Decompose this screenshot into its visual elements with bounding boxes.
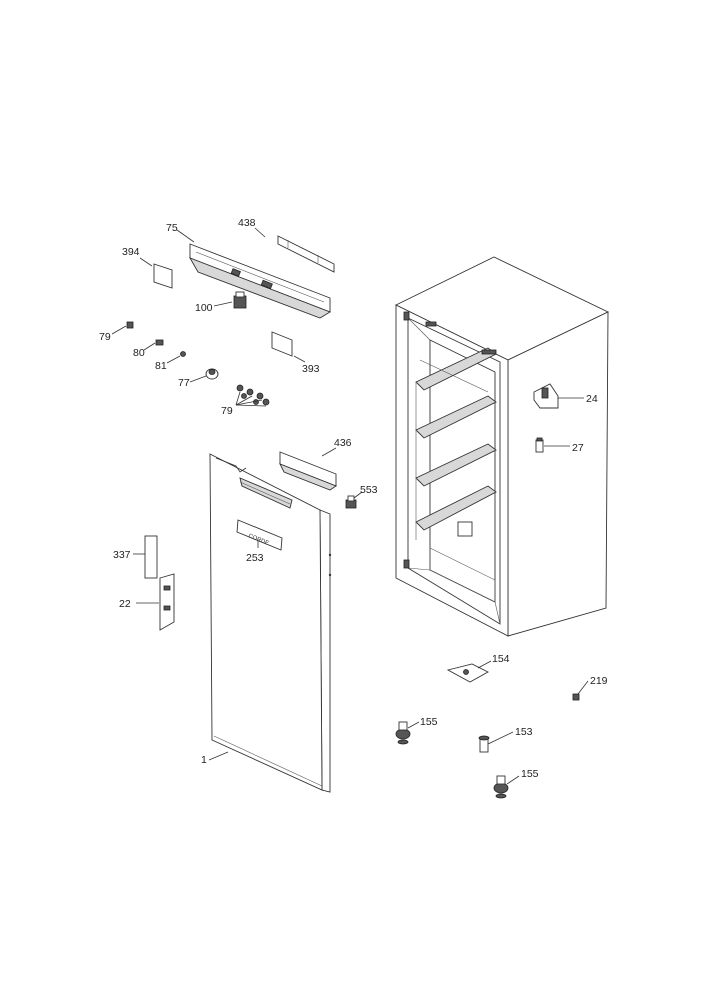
part-337-panel xyxy=(144,535,158,579)
label-79a: 79 xyxy=(99,331,111,343)
part-27-pin xyxy=(535,437,544,453)
part-22-hinge xyxy=(159,573,175,631)
label-27: 27 xyxy=(572,442,584,454)
label-436: 436 xyxy=(334,437,352,449)
label-394: 394 xyxy=(122,246,140,258)
label-337: 337 xyxy=(113,549,131,561)
part-393-plate xyxy=(271,331,293,357)
part-154-cover xyxy=(446,663,489,683)
label-393: 393 xyxy=(302,363,320,375)
label-154: 154 xyxy=(492,653,510,665)
label-155b: 155 xyxy=(521,768,539,780)
label-438: 438 xyxy=(238,217,256,229)
part-438-strip xyxy=(277,235,335,273)
part-75-top-frame xyxy=(188,243,332,319)
label-80: 80 xyxy=(133,347,145,359)
part-553-bracket xyxy=(345,495,357,509)
label-22: 22 xyxy=(119,598,131,610)
label-77: 77 xyxy=(178,377,190,389)
label-24: 24 xyxy=(586,393,598,405)
part-219-screw xyxy=(572,693,580,701)
label-79b: 79 xyxy=(221,405,233,417)
part-394-plate xyxy=(153,263,173,289)
label-153: 153 xyxy=(515,726,533,738)
part-153-leg xyxy=(478,735,490,753)
part-24-hinge xyxy=(533,383,559,409)
cabinet-shelves xyxy=(415,347,497,540)
part-155-foot-left xyxy=(395,721,411,745)
part-81-pin xyxy=(180,351,186,357)
leader-lines xyxy=(111,227,589,785)
label-81: 81 xyxy=(155,360,167,372)
part-100-switch xyxy=(233,291,247,309)
cabinet xyxy=(394,256,610,637)
door: CORDE xyxy=(209,453,332,793)
label-155a: 155 xyxy=(420,716,438,728)
part-80-clip xyxy=(155,339,164,346)
label-219: 219 xyxy=(590,675,608,687)
part-155-foot-right xyxy=(493,775,509,799)
door-badge xyxy=(236,519,283,551)
label-100: 100 xyxy=(195,302,213,314)
part-77-knob xyxy=(205,368,219,380)
label-75: 75 xyxy=(166,222,178,234)
part-labels: 75 438 394 100 79 80 81 393 77 79 436 55… xyxy=(99,217,608,780)
drain-fitting xyxy=(457,521,473,537)
label-253: 253 xyxy=(246,552,264,564)
part-79-screw-upper xyxy=(126,321,134,329)
label-1: 1 xyxy=(201,754,207,766)
part-436-handle xyxy=(279,451,337,491)
label-553: 553 xyxy=(360,484,378,496)
